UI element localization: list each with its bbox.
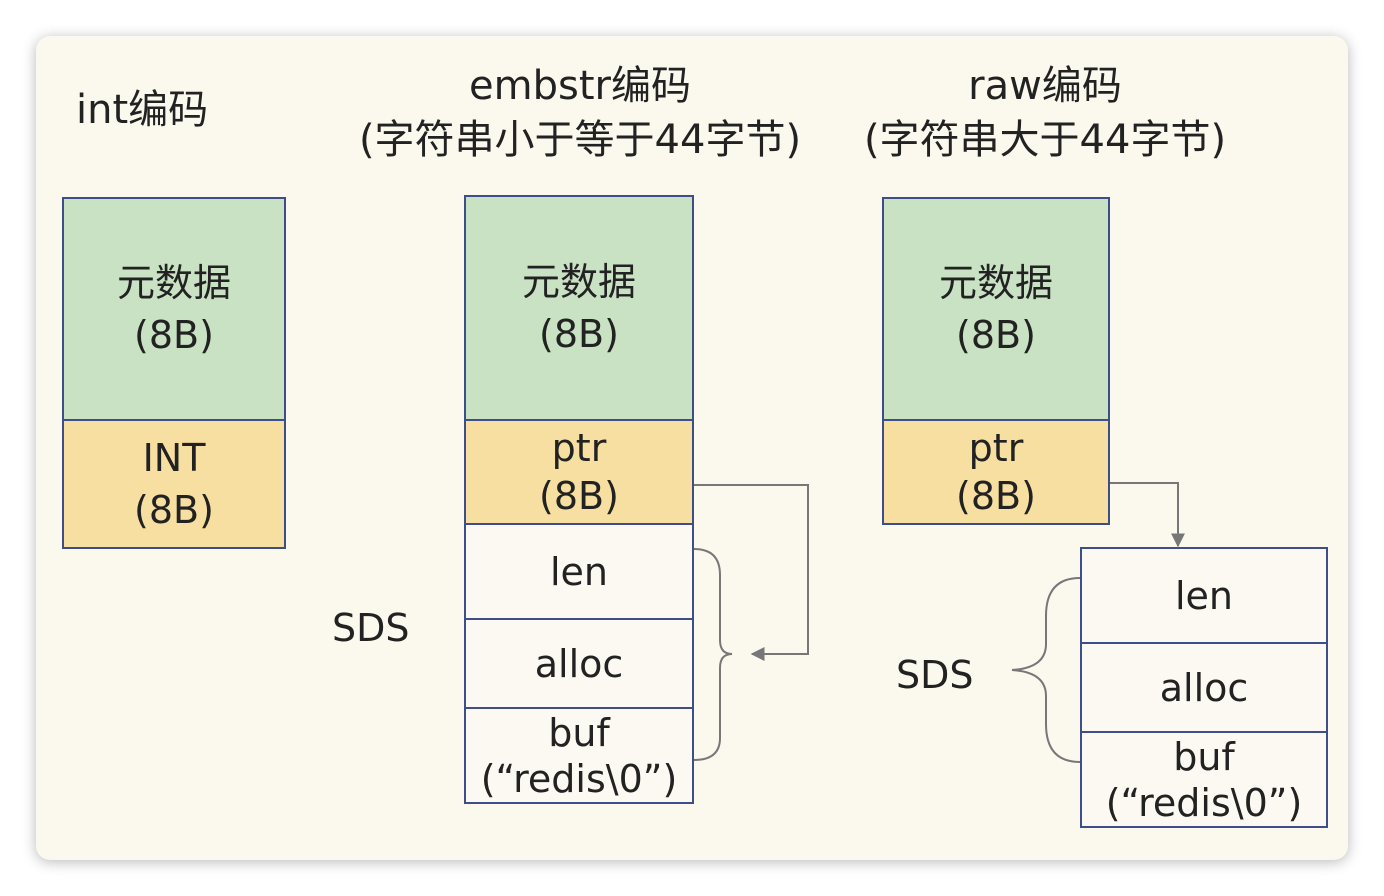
raw-metadata-size: (8B)	[956, 313, 1036, 357]
int-value-label: INT	[142, 436, 206, 480]
embstr-ptr-size: (8B)	[539, 474, 619, 518]
raw-alloc-label: alloc	[1159, 665, 1249, 710]
embstr-ptr-block: ptr (8B)	[464, 419, 694, 525]
raw-ptr-label: ptr	[968, 426, 1024, 470]
embstr-len-label: len	[549, 549, 609, 594]
int-value-block: INT (8B)	[62, 419, 286, 549]
int-metadata-label: 元数据	[116, 261, 231, 305]
raw-ptr-block: ptr (8B)	[882, 419, 1110, 525]
raw-len-label: len	[1174, 573, 1234, 618]
embstr-sds-label: SDS	[332, 606, 410, 650]
embstr-title-name: embstr编码	[469, 63, 691, 109]
embstr-metadata-block: 元数据 (8B)	[464, 195, 694, 421]
embstr-buf-label: buf	[548, 710, 610, 755]
raw-ptr-size: (8B)	[956, 474, 1036, 518]
embstr-encoding-title: embstr编码 (字符串小于等于44字节)	[330, 62, 830, 164]
raw-metadata-block: 元数据 (8B)	[882, 197, 1110, 421]
raw-title-name: raw编码	[968, 63, 1122, 109]
int-value-size: (8B)	[134, 488, 214, 532]
embstr-metadata-size: (8B)	[539, 312, 619, 356]
raw-metadata-label: 元数据	[938, 261, 1053, 305]
raw-sds-label: SDS	[896, 653, 974, 697]
embstr-buf-content: (“redis\0”)	[480, 756, 678, 801]
embstr-len-block: len	[464, 523, 694, 620]
int-encoding-title: int编码	[76, 87, 209, 133]
raw-buf-label: buf	[1173, 734, 1235, 779]
raw-len-block: len	[1080, 547, 1328, 644]
embstr-alloc-label: alloc	[534, 641, 624, 686]
raw-buf-block: buf (“redis\0”)	[1080, 731, 1328, 828]
raw-alloc-block: alloc	[1080, 642, 1328, 733]
embstr-buf-block: buf (“redis\0”)	[464, 707, 694, 804]
embstr-metadata-label: 元数据	[521, 260, 636, 304]
raw-title-condition: (字符串大于44字节)	[863, 117, 1227, 163]
embstr-title-condition: (字符串小于等于44字节)	[358, 117, 802, 163]
int-metadata-size: (8B)	[134, 313, 214, 357]
raw-buf-content: (“redis\0”)	[1105, 780, 1303, 825]
raw-encoding-title: raw编码 (字符串大于44字节)	[838, 62, 1252, 164]
embstr-alloc-block: alloc	[464, 618, 694, 709]
int-metadata-block: 元数据 (8B)	[62, 197, 286, 421]
embstr-ptr-label: ptr	[551, 426, 607, 470]
